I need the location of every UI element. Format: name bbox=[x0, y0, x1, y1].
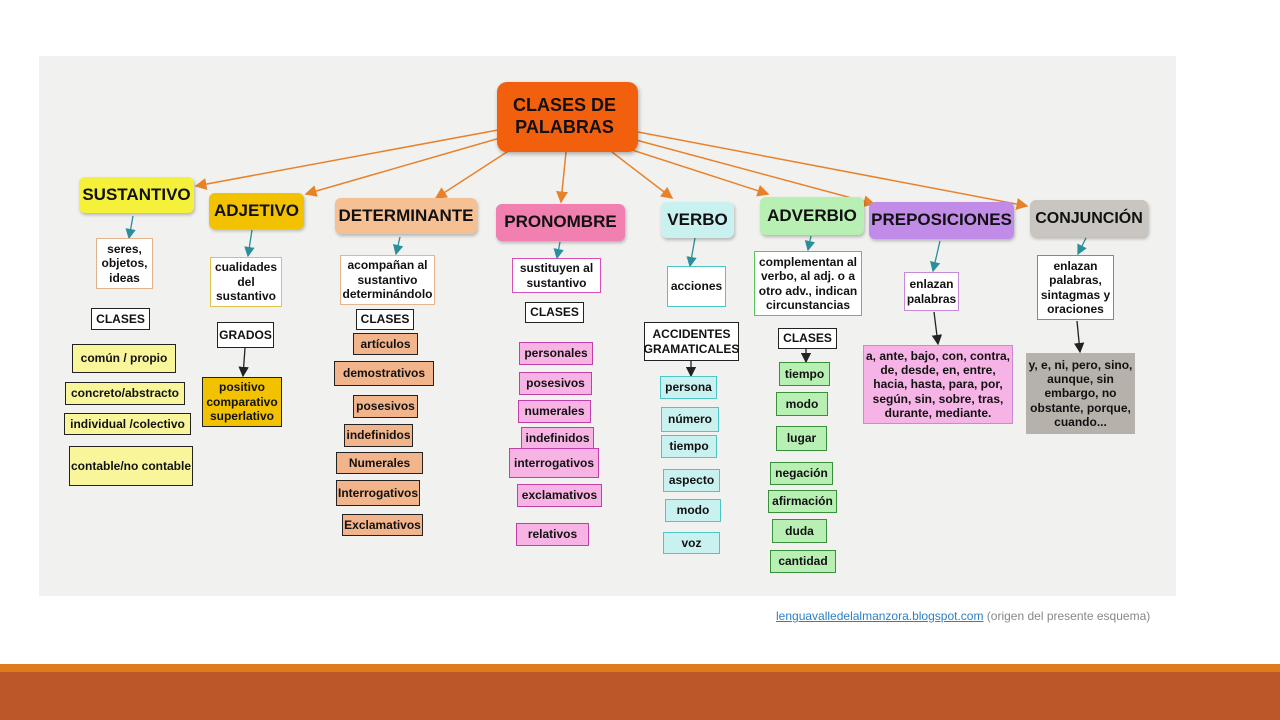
sustantivo-clases-label: CLASES bbox=[91, 308, 150, 330]
pronombre-description: sustituyen al sustantivo bbox=[512, 258, 601, 293]
determinante-class-item: Numerales bbox=[336, 452, 423, 474]
adverbio-heading: ADVERBIO bbox=[760, 197, 864, 235]
conjuncion-heading: CONJUNCIÓN bbox=[1030, 200, 1148, 237]
pronombre-heading: PRONOMBRE bbox=[496, 204, 625, 241]
adverbio-class-item: cantidad bbox=[770, 550, 836, 573]
conjuncion-description: enlazan palabras, sintagmas y oraciones bbox=[1037, 255, 1114, 320]
adjetivo-description: cualidades del sustantivo bbox=[210, 257, 282, 307]
preposiciones-heading: PREPOSICIONES bbox=[869, 202, 1014, 239]
sustantivo-heading: SUSTANTIVO bbox=[79, 177, 194, 213]
adverbio-class-item: tiempo bbox=[779, 362, 830, 386]
verbo-accident-item: aspecto bbox=[663, 469, 720, 492]
source-credit: lenguavalledelalmanzora.blogspot.com (or… bbox=[776, 609, 1150, 623]
adverbio-clases-label: CLASES bbox=[778, 328, 837, 349]
pronombre-class-item: interrogativos bbox=[509, 448, 599, 478]
pronombre-class-item: numerales bbox=[518, 400, 591, 423]
adverbio-description: complementan al verbo, al adj. o a otro … bbox=[754, 251, 862, 316]
root-node: CLASES DE PALABRAS bbox=[497, 82, 638, 152]
determinante-class-item: demostrativos bbox=[334, 361, 434, 386]
verbo-accident-item: tiempo bbox=[661, 435, 717, 458]
sustantivo-class-item: contable/no contable bbox=[69, 446, 193, 486]
verbo-heading: VERBO bbox=[661, 202, 734, 238]
source-note: (origen del presente esquema) bbox=[983, 609, 1151, 623]
footer-band bbox=[0, 672, 1280, 720]
sustantivo-class-item: común / propio bbox=[72, 344, 176, 373]
pronombre-class-item: posesivos bbox=[519, 372, 592, 395]
pronombre-clases-label: CLASES bbox=[525, 302, 584, 323]
determinante-class-item: artículos bbox=[353, 333, 418, 355]
verbo-accident-item: número bbox=[661, 407, 719, 432]
preposiciones-description: enlazan palabras bbox=[904, 272, 959, 311]
adjetivo-grados-list: positivo comparativo superlativo bbox=[202, 377, 282, 427]
adjetivo-heading: ADJETIVO bbox=[209, 193, 304, 229]
adverbio-class-item: duda bbox=[772, 519, 827, 543]
preposiciones-list: a, ante, bajo, con, contra, de, desde, e… bbox=[863, 345, 1013, 424]
determinante-class-item: Exclamativos bbox=[342, 514, 423, 536]
sustantivo-class-item: concreto/abstracto bbox=[65, 382, 185, 405]
adverbio-class-item: afirmación bbox=[768, 490, 837, 513]
pronombre-class-item: indefinidos bbox=[521, 427, 594, 450]
verbo-accident-item: persona bbox=[660, 376, 717, 399]
verbo-description: acciones bbox=[667, 266, 726, 307]
adverbio-class-item: lugar bbox=[776, 426, 827, 451]
determinante-class-item: indefinidos bbox=[344, 424, 413, 447]
determinante-clases-label: CLASES bbox=[356, 309, 414, 330]
source-link[interactable]: lenguavalledelalmanzora.blogspot.com bbox=[776, 609, 984, 623]
sustantivo-class-item: individual /colectivo bbox=[64, 413, 191, 435]
adjetivo-grados-label: GRADOS bbox=[217, 322, 274, 348]
conjuncion-list: y, e, ni, pero, sino, aunque, sin embarg… bbox=[1026, 353, 1135, 434]
pronombre-class-item: exclamativos bbox=[517, 484, 602, 507]
determinante-heading: DETERMINANTE bbox=[335, 198, 477, 234]
pronombre-class-item: personales bbox=[519, 342, 593, 365]
verbo-accidentes-label: ACCIDENTES GRAMATICALES bbox=[644, 322, 739, 361]
determinante-description: acompañan al sustantivo determinándolo bbox=[340, 255, 435, 305]
verbo-accident-item: modo bbox=[665, 499, 721, 522]
adverbio-class-item: negación bbox=[770, 462, 833, 485]
determinante-class-item: Interrogativos bbox=[336, 480, 420, 506]
sustantivo-description: seres, objetos, ideas bbox=[96, 238, 153, 289]
verbo-accident-item: voz bbox=[663, 532, 720, 554]
adverbio-class-item: modo bbox=[776, 392, 828, 416]
determinante-class-item: posesivos bbox=[353, 395, 418, 418]
pronombre-class-item: relativos bbox=[516, 523, 589, 546]
footer-accent-stripe bbox=[0, 664, 1280, 672]
